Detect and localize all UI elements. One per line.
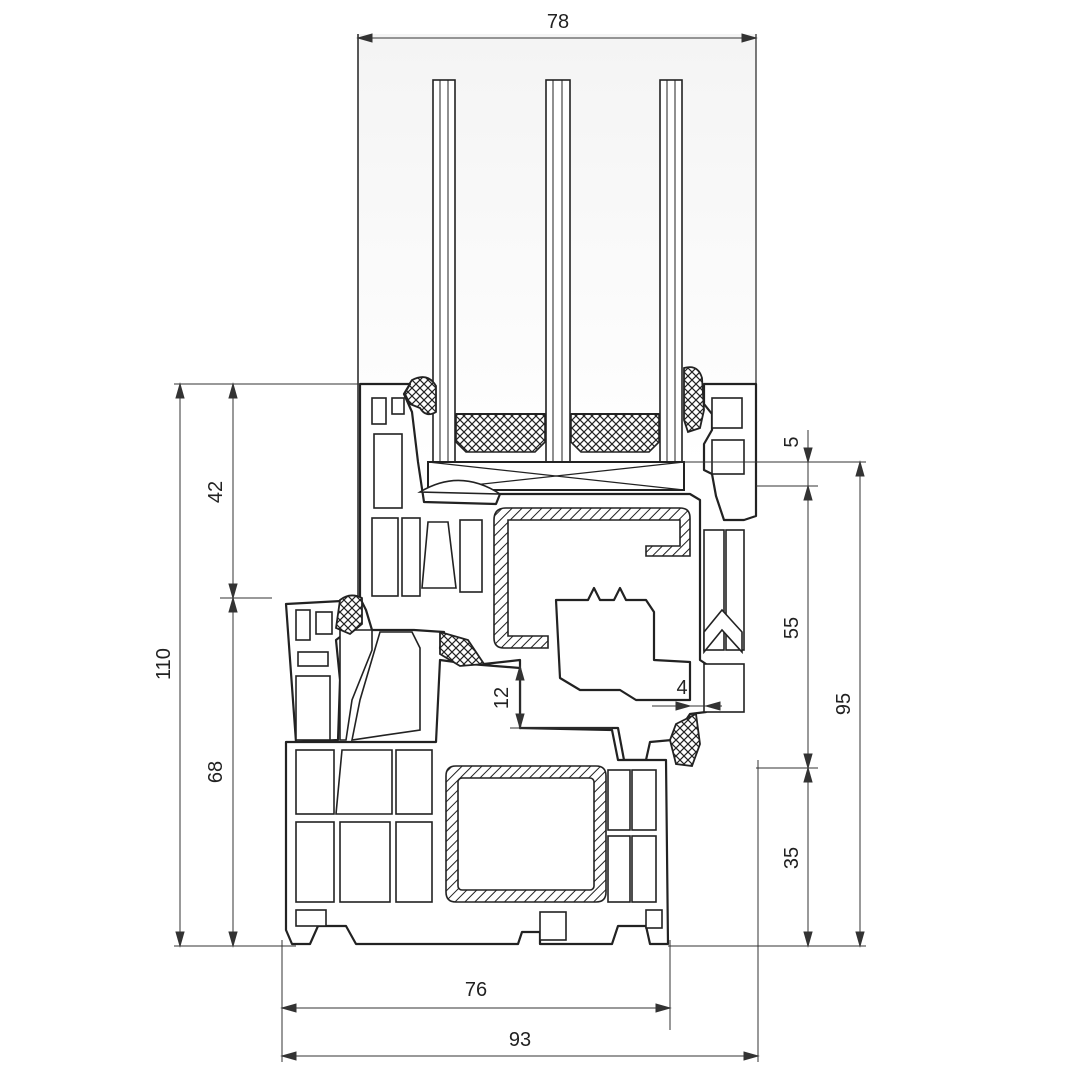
dim-95: 95 (833, 693, 855, 715)
glass-panes (432, 79, 683, 463)
sash-center-section (554, 586, 692, 702)
dim-93: 93 (509, 1029, 531, 1051)
glass-spacers (455, 413, 660, 453)
frame-inner-seal (335, 594, 363, 636)
dim-110: 110 (153, 648, 175, 680)
dim-5: 5 (781, 436, 803, 447)
dim-42: 42 (205, 481, 227, 503)
center-seal (439, 630, 486, 667)
dim-4: 4 (676, 677, 687, 699)
sash-reinforcement (493, 507, 691, 649)
dim-35: 35 (781, 847, 803, 869)
dim-55: 55 (781, 617, 803, 639)
inner-glass-seal (402, 376, 437, 416)
frame-reinforcement-inner (457, 777, 595, 891)
outer-frame-seal (669, 712, 701, 767)
dim-12: 12 (491, 687, 513, 709)
dim-76: 76 (465, 979, 487, 1001)
dimension-lines (174, 33, 866, 1062)
dim-68: 68 (205, 761, 227, 783)
outer-glass-seal (683, 366, 705, 434)
dim-78: 78 (547, 11, 569, 33)
